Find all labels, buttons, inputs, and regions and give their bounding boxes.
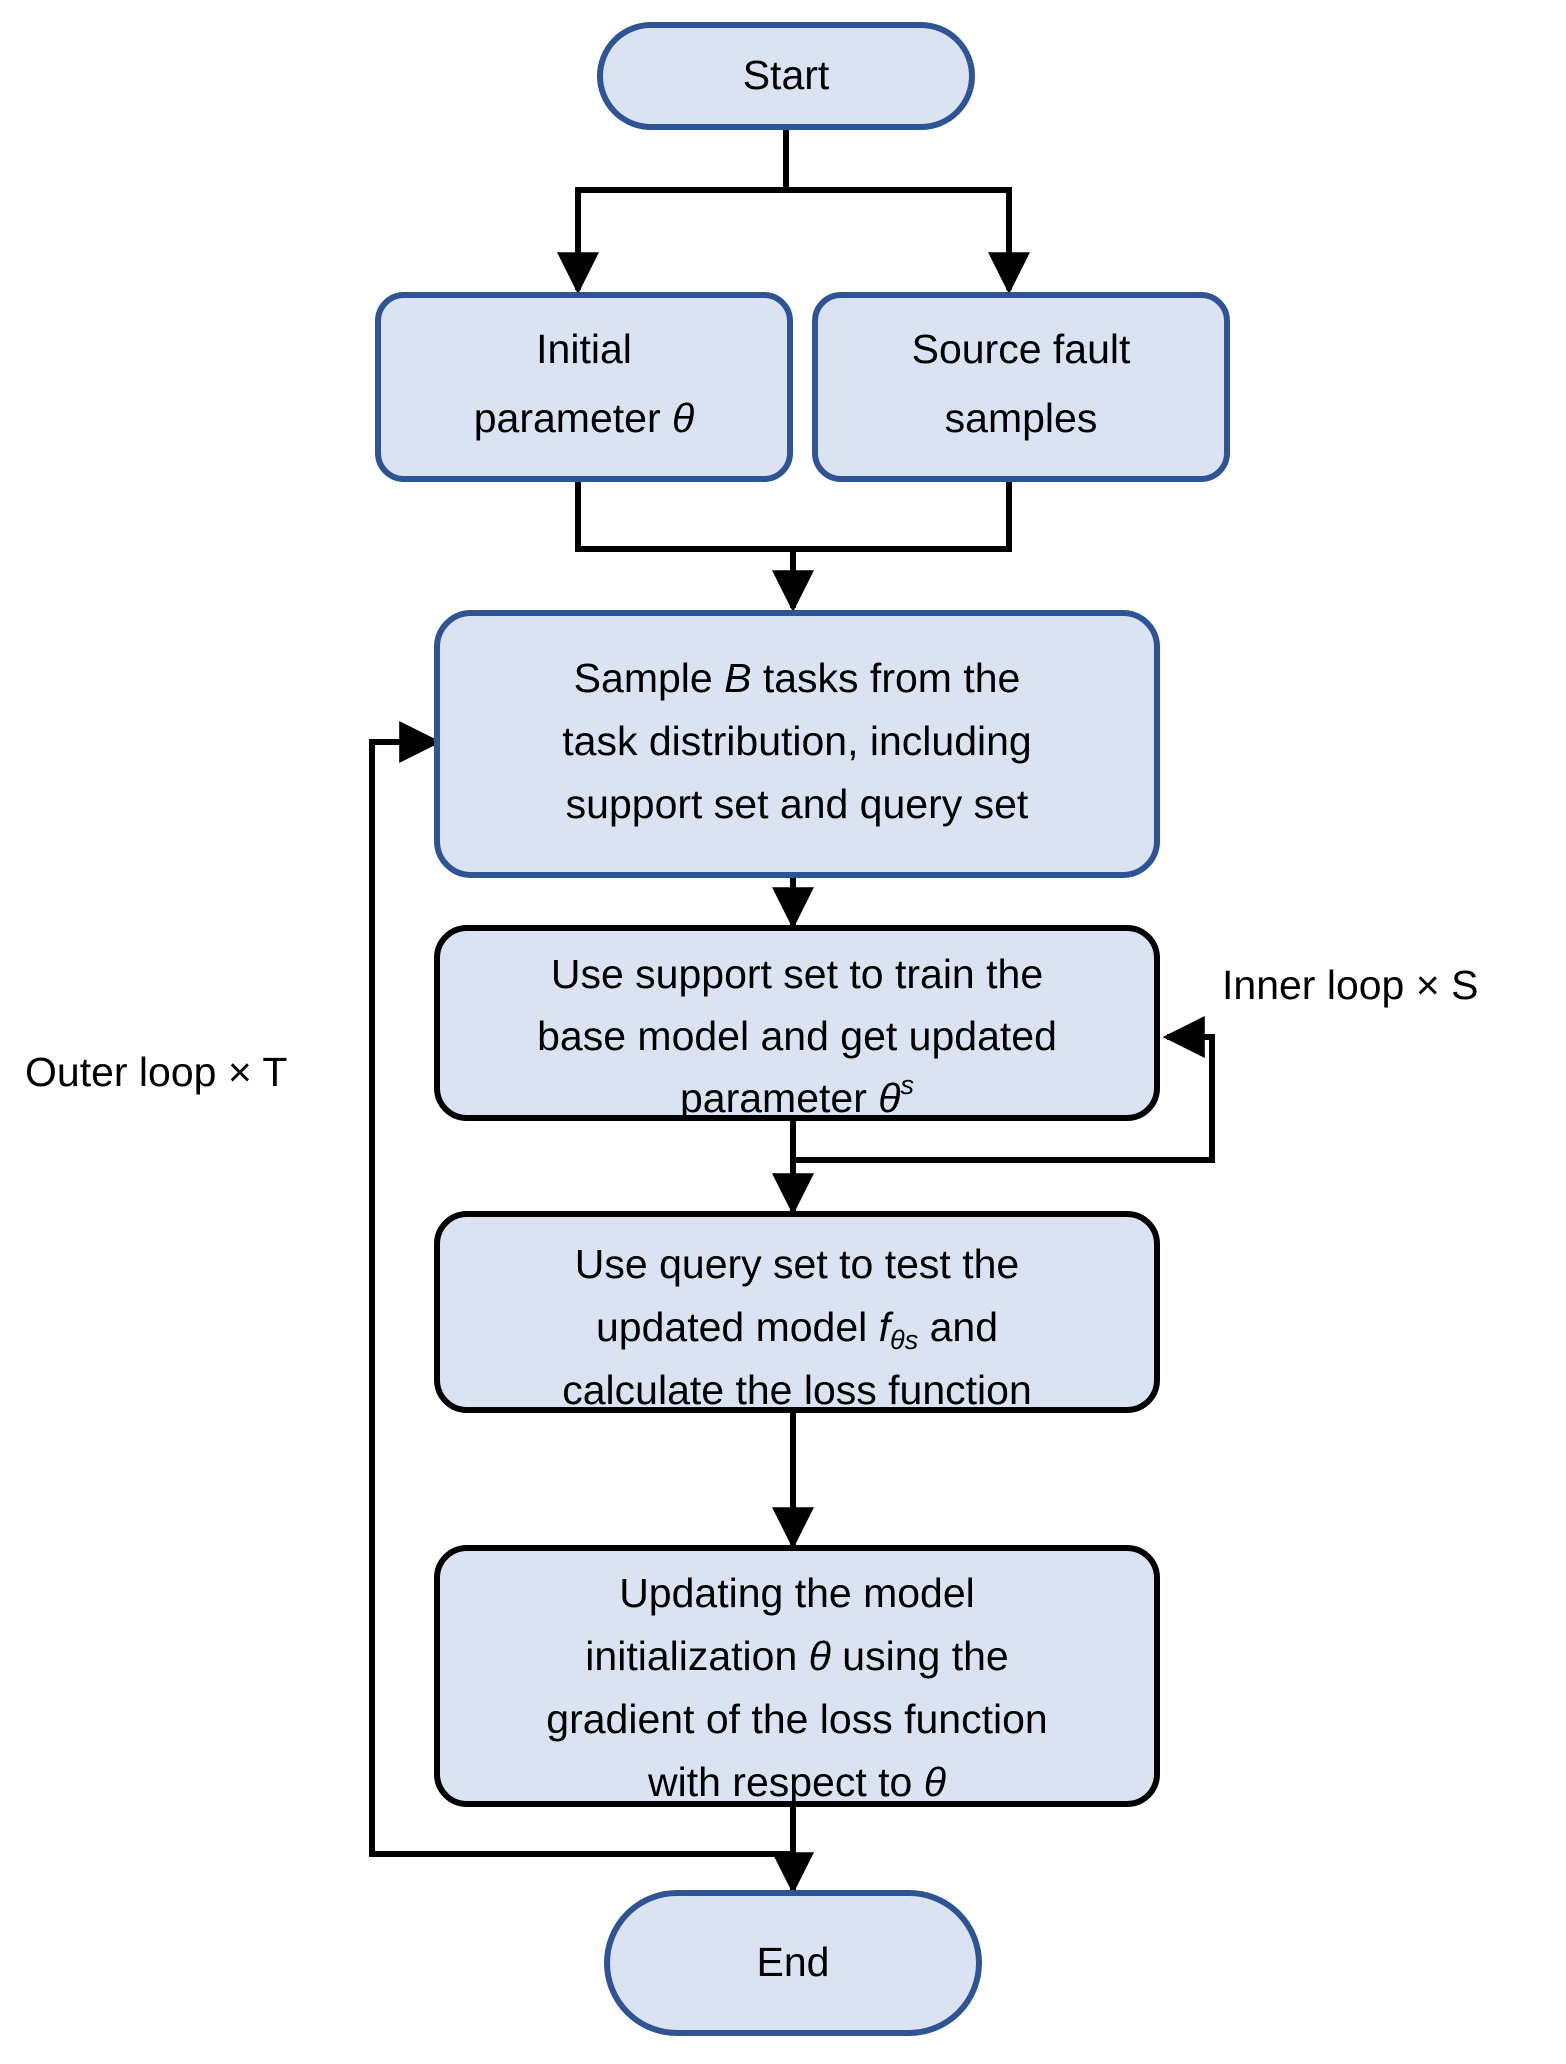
connectors xyxy=(369,127,1215,1895)
end-label: End xyxy=(757,1939,830,1985)
source-fault-samples-shape xyxy=(812,292,1230,482)
sample-tasks-line1: Sample B tasks from the xyxy=(574,655,1021,701)
theta-subscript: θ xyxy=(890,1325,905,1355)
node-end[interactable]: End xyxy=(604,1890,982,2036)
test-query-line2-pre: updated model xyxy=(596,1304,879,1350)
update-model-line2-pre: initialization xyxy=(585,1633,808,1679)
sample-tasks-shape xyxy=(434,610,1160,878)
update-model-line1: Updating the model xyxy=(619,1570,975,1616)
train-support-line1: Use support set to train the xyxy=(551,951,1043,997)
initial-parameter-line1: Initial xyxy=(536,326,632,372)
initial-parameter-line2-pre: parameter xyxy=(474,395,672,441)
train-support-shape xyxy=(434,925,1160,1121)
theta-symbol-update: θ xyxy=(809,1633,831,1679)
theta-symbol-initial: θ xyxy=(672,395,694,441)
node-train-support[interactable]: Use support set to train the base model … xyxy=(434,925,1160,1121)
update-model-line2: initialization θ using the xyxy=(585,1633,1008,1679)
test-query-line3: calculate the loss function xyxy=(562,1367,1032,1413)
f-symbol: f xyxy=(879,1304,894,1350)
train-support-line3: parameter θs xyxy=(680,1070,914,1121)
update-model-line3: gradient of the loss function xyxy=(546,1696,1047,1742)
start-label: Start xyxy=(743,52,830,98)
sample-tasks-line1-a: Sample xyxy=(574,655,724,701)
node-test-query[interactable]: Use query set to test the updated model … xyxy=(434,1211,1160,1413)
theta-superscript-s: s xyxy=(901,1070,915,1100)
update-model-line4-pre: with respect to xyxy=(647,1759,924,1805)
theta-symbol-update2: θ xyxy=(924,1759,946,1805)
initial-parameter-line2: parameter θ xyxy=(474,395,695,441)
outer-loop-label: Outer loop × T xyxy=(25,1049,287,1095)
test-query-line2: updated model fθs and xyxy=(596,1304,998,1355)
node-update-model[interactable]: Updating the model initialization θ usin… xyxy=(434,1545,1160,1807)
sample-tasks-line1-c: tasks from the xyxy=(751,655,1020,701)
sample-tasks-line2: task distribution, including xyxy=(562,718,1031,764)
node-start[interactable]: Start xyxy=(597,22,975,130)
update-model-line2-post: using the xyxy=(831,1633,1009,1679)
source-fault-samples-line1: Source fault xyxy=(912,326,1131,372)
initial-parameter-shape xyxy=(375,292,793,482)
train-support-line3-pre: parameter xyxy=(680,1075,878,1121)
test-query-line2-post: and xyxy=(918,1304,998,1350)
node-initial-parameter[interactable]: Initial parameter θ xyxy=(375,292,793,482)
edge-outer-loop xyxy=(369,721,793,1857)
edge-inner-loop xyxy=(793,1016,1215,1163)
end-shape xyxy=(604,1890,982,2036)
sample-tasks-b-symbol: B xyxy=(724,655,751,701)
start-shape xyxy=(597,22,975,130)
inner-loop-label: Inner loop × S xyxy=(1222,962,1478,1008)
theta-symbol-support: θ xyxy=(878,1075,900,1121)
sample-tasks-line3: support set and query set xyxy=(566,781,1029,827)
update-model-shape xyxy=(434,1545,1160,1807)
test-query-shape xyxy=(434,1211,1160,1413)
test-query-line1: Use query set to test the xyxy=(575,1241,1019,1287)
node-source-fault-samples[interactable]: Source fault samples xyxy=(812,292,1230,482)
train-support-line2: base model and get updated xyxy=(537,1013,1057,1059)
update-model-line4: with respect to θ xyxy=(647,1759,946,1805)
source-fault-samples-line2: samples xyxy=(945,395,1098,441)
s-subscript: s xyxy=(905,1325,919,1355)
node-sample-tasks[interactable]: Sample B tasks from the task distributio… xyxy=(434,610,1160,878)
